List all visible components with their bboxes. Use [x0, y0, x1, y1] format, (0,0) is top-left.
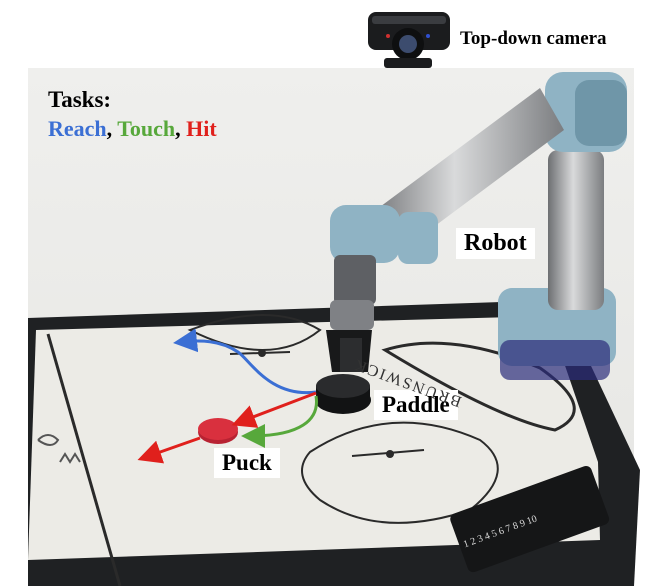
- hit-trajectory-puck-path: [137, 436, 201, 464]
- touch-trajectory: [241, 395, 318, 448]
- score-slider: [450, 465, 610, 573]
- paddle-icon: [315, 374, 371, 414]
- puck-icon: [198, 418, 238, 444]
- top-crease: [187, 314, 322, 351]
- table-surface: [28, 316, 600, 560]
- task-hit: Hit: [186, 116, 217, 141]
- center-line: [46, 333, 122, 586]
- bottom-crease: [301, 421, 499, 524]
- tasks-list: Reach, Touch, Hit: [48, 116, 217, 142]
- puck-label: Puck: [214, 448, 280, 478]
- table-decoration: [37, 434, 81, 464]
- task-separator: ,: [106, 116, 113, 141]
- task-touch: Touch: [117, 116, 176, 141]
- task-separator: ,: [175, 116, 181, 141]
- tasks-title: Tasks:: [48, 87, 112, 112]
- reach-trajectory: [173, 328, 317, 395]
- goal-slot: [381, 341, 576, 432]
- paddle-label: Paddle: [374, 390, 458, 420]
- hit-trajectory-to-puck: [231, 391, 317, 428]
- robot-arm-icon: [326, 72, 627, 380]
- camera-icon: [368, 12, 450, 68]
- robot-label: Robot: [456, 228, 535, 259]
- camera-label: Top-down camera: [460, 28, 607, 49]
- task-reach: Reach: [48, 116, 107, 141]
